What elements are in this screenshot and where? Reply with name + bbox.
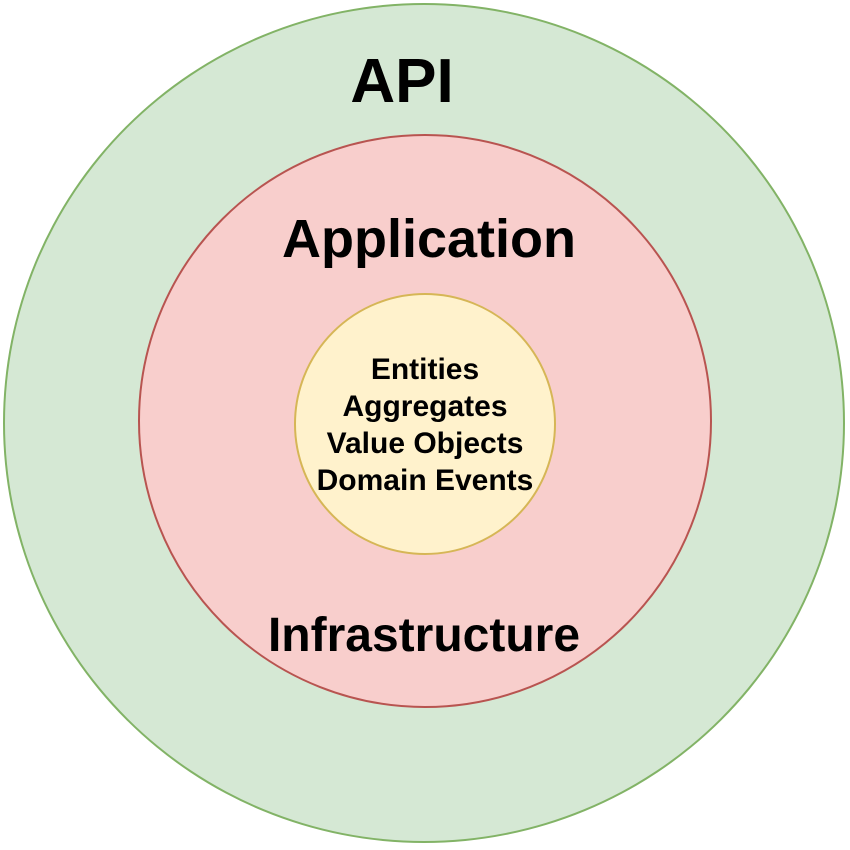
application-ring-label: Application bbox=[282, 209, 576, 269]
domain-core-circle bbox=[294, 293, 556, 555]
domain-core-label-value-objects: Value Objects bbox=[326, 427, 524, 460]
api-ring-label: API bbox=[350, 47, 454, 116]
domain-core-label-entities: Entities bbox=[370, 353, 480, 386]
infrastructure-ring-label: Infrastructure bbox=[267, 609, 581, 662]
domain-core-label-domain-events: Domain Events bbox=[316, 464, 534, 497]
domain-core-labels: Entities Aggregates Value Objects Domain… bbox=[317, 351, 534, 499]
domain-core-label-aggregates: Aggregates bbox=[342, 390, 508, 423]
